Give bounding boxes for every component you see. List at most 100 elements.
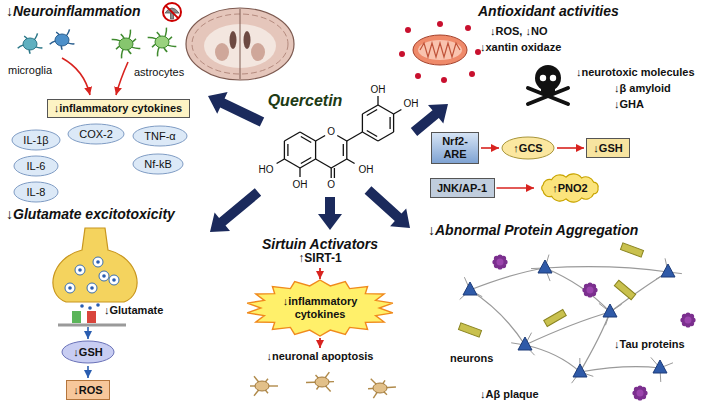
glial-cells [18,28,177,59]
node-text: ↑PNO2 [552,182,587,195]
neuron-body [373,383,387,393]
vesicle [109,275,119,285]
chemical-bond [300,132,316,141]
brain-illustration [186,8,294,80]
effect-text: ↓neurotoxic molecules [576,66,695,79]
cell-body [23,38,37,50]
receptor [72,311,81,323]
dendrite [545,267,668,272]
cell-label: astrocytes [134,66,184,79]
effect-arrow-small [319,338,321,348]
plaque-core [637,390,644,397]
release-arrow [62,58,90,95]
ros-dot [469,71,475,77]
brain-outline [186,8,294,80]
cytokine-oval: COX-2 [67,123,125,145]
node-text: IL-1β [23,134,48,147]
glutamate-dot [96,303,100,307]
chemical-bond [377,96,378,105]
chemical-bond [378,105,394,114]
effect-arrow [208,92,264,126]
amyloid-plaque [632,385,647,400]
figure-label: neurons [448,352,495,365]
effect-arrow [365,186,410,228]
chemical-bond [316,159,332,168]
vesicle [99,271,109,281]
mito-outer [413,35,467,65]
atom-label: OH [293,179,308,191]
chemical-bond [301,157,311,163]
node-text: ↑GCS [513,142,542,155]
neuron-body [661,264,675,277]
presynaptic-terminal [53,228,137,302]
node-text: ↓inflammatory cytokines [54,102,182,115]
mito-inner [418,40,462,60]
glutamate-dot [78,268,82,272]
basal-ganglia [251,43,265,61]
chemical-bond [287,144,288,156]
synapse-illustration [53,228,137,339]
cytokine-oval: IL-6 [13,155,59,177]
effect-arrow [318,197,342,230]
vesicle [93,257,103,267]
effect-starburst: ↓inflammatory cytokines [245,279,395,337]
node-outline [247,280,393,336]
chemical-bond [316,135,326,141]
cell-body [155,36,169,48]
node-text: Nrf2-ARE [438,135,472,160]
skull-symbol [528,65,568,104]
skull-jaw [541,86,555,94]
section-heading: Antioxidant activities [478,3,619,19]
effect-text: ↓Glutamate [104,304,163,317]
neuron-body [653,360,667,373]
prohibit-slash [166,6,179,19]
atom-label: OH [359,164,374,176]
node-outline [14,156,58,176]
glutamate-dot [96,260,100,264]
chemical-bond [299,168,300,177]
plaque-core [497,259,504,266]
effect-text: ↓β amyloid [614,82,671,95]
section-heading: ↓Glutamate excitotoxicity [6,206,175,222]
node-text: JNK/AP-1 [437,182,487,195]
prohibit-circle [163,3,181,21]
node-outline [542,174,598,202]
glutamate-dot [102,274,106,278]
figure-label: ↓Aβ plaque [478,388,541,401]
plaque-core [587,287,594,294]
postsynaptic-membrane [58,324,126,327]
dendrite [580,312,610,372]
microglia-cell [50,29,75,49]
chemical-bond [362,132,378,141]
chemical-bond [331,168,332,178]
ros-dot [415,73,421,79]
dendrite [525,312,610,345]
ros-dot [441,77,447,83]
astrocyte-cell [112,30,141,59]
cytokine-box: ↓inflammatory cytokines [47,99,190,118]
chemical-bond [315,141,316,159]
cell-label: microglia [8,64,52,77]
neuron-body [315,377,329,387]
signal-arrow [87,327,89,339]
chemical-bond [362,105,378,114]
enzyme-oval: ↑GCS [501,136,555,160]
effect-arrow-small [319,268,321,279]
ros-dot [465,25,471,31]
neuron-illustration [250,372,396,398]
node-text: IL-8 [27,186,46,199]
node-text: TNF-α [144,130,175,143]
chemical-bond [367,130,377,136]
network-illustration [458,243,695,401]
neuron-body [463,282,477,295]
ventricle [244,31,251,49]
effect-text: ↑SIRT-1 [298,252,341,266]
chemical-bond [346,141,347,159]
node-outline [14,182,58,202]
effect-cloud: ↑PNO2 [536,171,604,205]
chemical-bond [300,159,316,168]
chemical-bond [347,132,363,141]
atom-label: O [327,179,335,191]
connector [557,147,584,149]
